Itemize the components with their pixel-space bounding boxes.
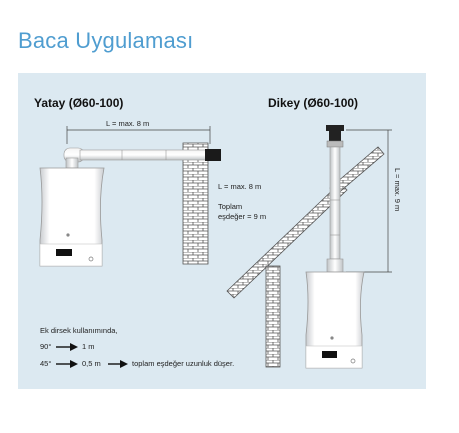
horizontal-note-max: L = max. 8 m bbox=[218, 182, 261, 191]
vertical-boiler bbox=[305, 271, 365, 369]
horizontal-heading: Yatay (Ø60-100) bbox=[34, 96, 123, 110]
page-title: Baca Uygulaması bbox=[18, 28, 194, 53]
footnote-90-value: 1 m bbox=[82, 342, 95, 351]
footnote-line1: Ek dirsek kullanımında, bbox=[40, 326, 118, 335]
horizontal-brick-wall bbox=[182, 142, 209, 265]
horizontal-length-label: L = max. 8 m bbox=[106, 119, 149, 128]
roof-brick-left bbox=[226, 182, 348, 299]
horizontal-flue-pipe bbox=[63, 147, 221, 169]
vertical-length-label: L = max. 9 m bbox=[393, 168, 402, 211]
horizontal-note-total: Toplam bbox=[218, 202, 242, 211]
footnote-45-value: 0,5 m bbox=[82, 359, 101, 368]
vertical-dimension: L = max. 9 m bbox=[346, 129, 402, 273]
footnote-45-note: toplam eşdeğer uzunluk düşer. bbox=[132, 359, 234, 368]
arrow-icon bbox=[70, 343, 78, 351]
vertical-brick-wall bbox=[265, 265, 281, 368]
horizontal-note-equivalent: eşdeğer = 9 m bbox=[218, 212, 266, 221]
horizontal-dimension: L = max. 8 m bbox=[66, 119, 211, 144]
arrow-icon bbox=[70, 360, 78, 368]
arrow-icon bbox=[120, 360, 128, 368]
vertical-heading: Dikey (Ø60-100) bbox=[268, 96, 358, 110]
footnote-90-label: 90° bbox=[40, 342, 51, 351]
footnote-45-label: 45° bbox=[40, 359, 51, 368]
footnote: Ek dirsek kullanımında, 90° 1 m 45° 0,5 … bbox=[40, 326, 234, 368]
vertical-flue-pipe bbox=[326, 125, 344, 273]
horizontal-boiler bbox=[39, 167, 105, 267]
